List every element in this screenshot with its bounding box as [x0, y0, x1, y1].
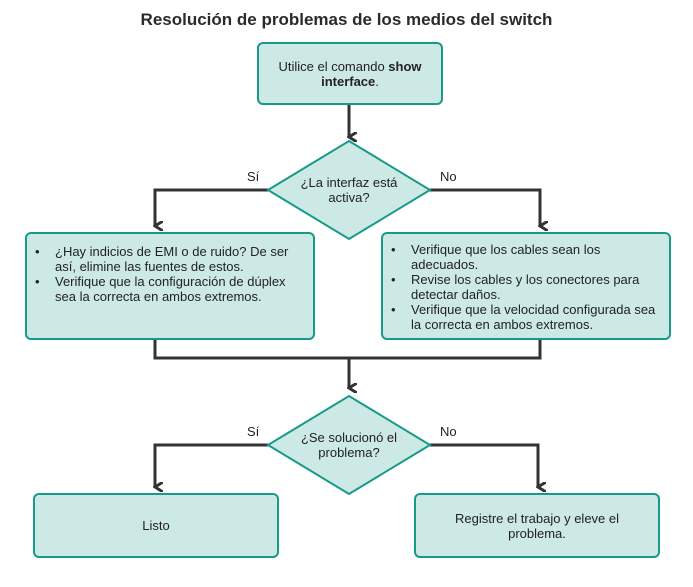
cable-check-box: Verifique que los cables sean los adecua…	[381, 232, 671, 340]
arrow-decision1-yes	[155, 188, 268, 226]
command-text: show interface	[321, 58, 422, 89]
merge-left	[153, 340, 349, 360]
cable-check-list: Verifique que los cables sean los adecua…	[383, 242, 659, 332]
list-item: Verifique que la velocidad configurada s…	[383, 302, 659, 332]
list-item: Verifique que los cables sean los adecua…	[383, 242, 659, 272]
decision2-question: ¿Se solucionó el problema?	[300, 430, 398, 460]
decision1-diamond	[266, 139, 432, 241]
emi-duplex-box: ¿Hay indicios de EMI o de ruido? De ser …	[25, 232, 315, 340]
arrow-decision2-no	[430, 443, 538, 487]
arrow-decision1-no	[430, 188, 540, 226]
decision1-yes-label: Sí	[247, 169, 260, 184]
decision2-diamond	[266, 394, 432, 496]
decision2-yes-label: Sí	[247, 424, 260, 439]
start-box: Utilice el comando show interface.	[257, 42, 443, 105]
list-item: Verifique que la configuración de dúplex…	[27, 274, 303, 304]
start-text: Utilice el comando show interface.	[278, 58, 422, 89]
diagram-title: Resolución de problemas de los medios de…	[140, 10, 553, 29]
decision1-question: ¿La interfaz está activa?	[300, 175, 398, 205]
decision1-no-label: No	[440, 169, 457, 184]
done-box: Listo	[33, 493, 279, 558]
list-item: ¿Hay indicios de EMI o de ruido? De ser …	[27, 244, 303, 274]
decision2-no-label: No	[440, 424, 457, 439]
list-item: Revise los cables y los conectores para …	[383, 272, 659, 302]
escalate-box: Registre el trabajo y eleve el problema.	[414, 493, 660, 558]
merge-right	[349, 340, 542, 360]
emi-duplex-list: ¿Hay indicios de EMI o de ruido? De ser …	[27, 244, 303, 304]
arrow-decision2-yes	[155, 443, 268, 487]
